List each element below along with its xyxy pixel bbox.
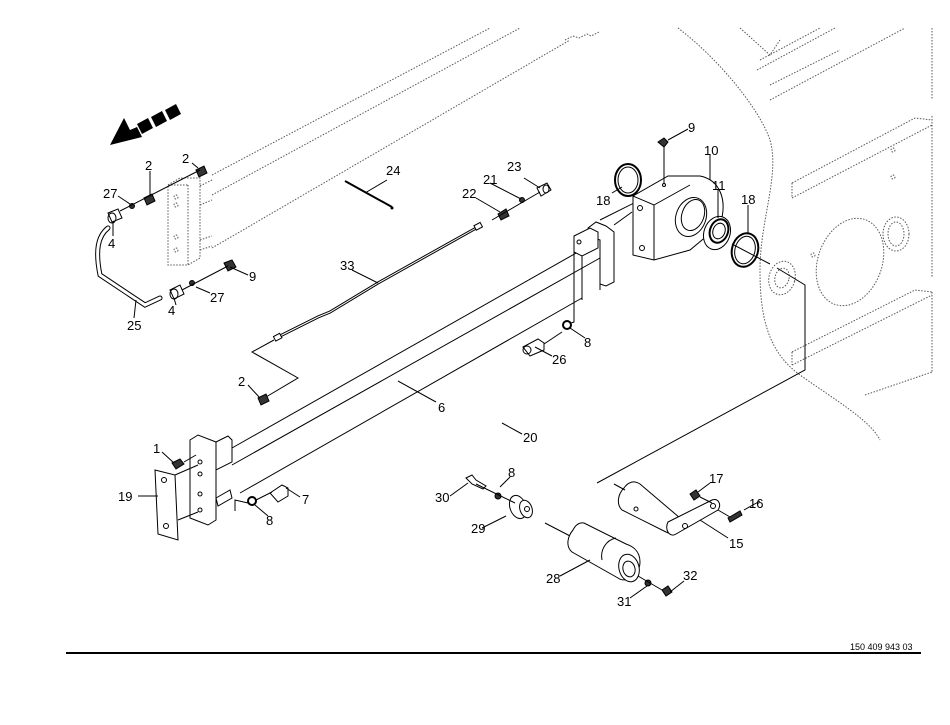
callout-8: 8	[266, 513, 273, 528]
part-7-bolt	[255, 484, 289, 503]
callout-8: 8	[584, 335, 591, 350]
part-8-washer-left	[234, 496, 257, 511]
part-9-grease-fitting-right	[657, 137, 669, 184]
callout-9: 9	[688, 120, 695, 135]
callout-24: 24	[386, 163, 400, 178]
assembly-line-30-29	[475, 483, 516, 504]
callout-19: 19	[118, 489, 132, 504]
callout-leaders	[112, 128, 761, 599]
part-11-bearing	[702, 215, 732, 251]
callout-30: 30	[435, 490, 449, 505]
callout-15: 15	[729, 536, 743, 551]
assembly-line-22-23	[491, 191, 541, 221]
part-33-grease-line	[250, 221, 484, 398]
assembly-line-16	[717, 509, 731, 518]
callout-28: 28	[546, 571, 560, 586]
callout-9: 9	[249, 269, 256, 284]
part-25-tube	[95, 225, 163, 308]
callout-1: 1	[153, 441, 160, 456]
callout-4: 4	[168, 303, 175, 318]
callout-6: 6	[438, 400, 445, 415]
callout-16: 16	[749, 496, 763, 511]
part-30-bolt	[465, 474, 487, 490]
callout-18: 18	[596, 193, 610, 208]
callout-27: 27	[210, 290, 224, 305]
callout-20: 20	[523, 430, 537, 445]
drawing-number: 150 409 943 03	[850, 642, 913, 652]
part-18-circlip-right	[730, 232, 771, 268]
assembly-line-29-28	[544, 522, 573, 538]
part-8-washer-right	[562, 246, 575, 330]
callout-2: 2	[238, 374, 245, 389]
part-1-grease-nipple	[171, 454, 197, 470]
part-26-bolt	[522, 331, 563, 357]
callout-31: 31	[617, 594, 631, 609]
travel-direction-arrow-icon	[110, 104, 181, 145]
callout-8: 8	[508, 465, 515, 480]
beam-end-flange	[573, 221, 615, 287]
part-2-fitting-upper-right	[195, 165, 208, 178]
part-23-nut	[536, 182, 552, 197]
part-24-cable-tie	[344, 180, 394, 210]
assembly-line-15	[613, 483, 626, 491]
callout-21: 21	[483, 172, 497, 187]
callout-2: 2	[145, 158, 152, 173]
callout-7: 7	[302, 492, 309, 507]
callout-23: 23	[507, 159, 521, 174]
callout-25: 25	[127, 318, 141, 333]
callout-10: 10	[704, 143, 718, 158]
callout-11: 11	[712, 178, 726, 193]
callout-29: 29	[471, 521, 485, 536]
callout-labels: 1 2 2 2 4 4 6 7 8 8 8 9 9 10 11 15 16 17…	[103, 120, 763, 609]
beam-end-left	[189, 434, 233, 526]
callout-26: 26	[552, 352, 566, 367]
part-17-nut	[689, 489, 701, 501]
callout-18: 18	[741, 192, 755, 207]
callout-2: 2	[182, 151, 189, 166]
part-10-bearing-block	[613, 175, 724, 261]
part-2-fitting-bottom	[257, 393, 270, 406]
part-16-bolt	[727, 510, 743, 523]
callout-27: 27	[103, 186, 117, 201]
part-32-nut	[661, 585, 673, 597]
callout-32: 32	[683, 568, 697, 583]
assembly-line-28-32	[637, 575, 663, 591]
part-15-axle-plate	[617, 481, 721, 536]
part-19-plate	[154, 464, 199, 541]
callout-4: 4	[108, 236, 115, 251]
part-29-bushing	[508, 494, 533, 520]
part-18-circlip-left	[614, 163, 642, 197]
assembly-line-pin	[596, 267, 806, 484]
callout-17: 17	[709, 471, 723, 486]
part-4-nut-upper	[107, 208, 123, 224]
part-28-roller	[567, 522, 641, 583]
callout-33: 33	[340, 258, 354, 273]
assembly-line-lower-fittings	[181, 265, 229, 291]
main-beam	[231, 199, 641, 494]
machine-frame-outline	[167, 27, 933, 441]
assembly-line-upper-fittings	[119, 169, 201, 212]
part-4-nut-lower	[169, 284, 185, 300]
callout-22: 22	[462, 186, 476, 201]
assembly-line-17	[699, 496, 713, 504]
